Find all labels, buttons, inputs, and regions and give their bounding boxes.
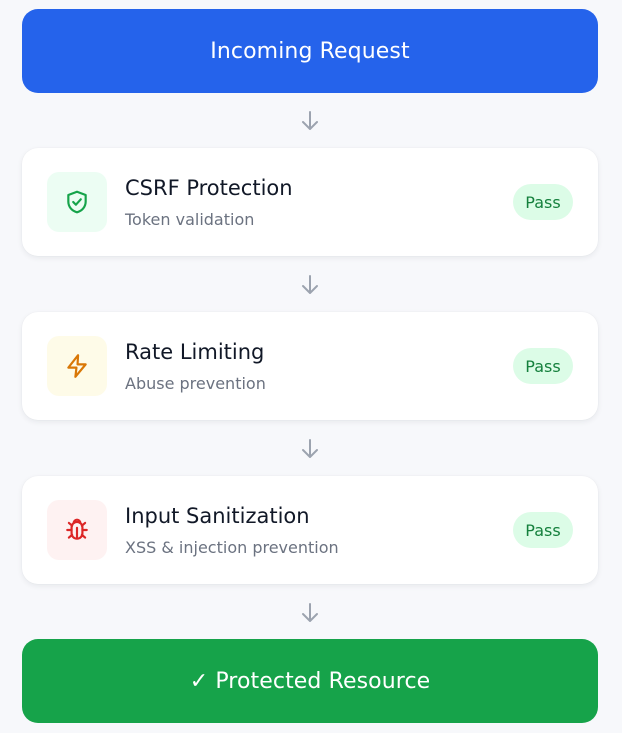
bug-icon <box>66 518 88 540</box>
incoming-request-banner: Incoming Request <box>22 9 598 93</box>
protected-resource-banner: ✓ Protected Resource <box>22 639 598 723</box>
down-arrow-icon <box>302 111 318 130</box>
step-title: Rate Limiting <box>125 340 265 364</box>
shield-check-icon <box>67 190 87 214</box>
step-card-input-sanitization: Input Sanitization XSS & injection preve… <box>22 476 598 584</box>
step-subtitle: Token validation <box>125 210 255 229</box>
status-badge: Pass <box>513 348 573 384</box>
icon-container <box>47 500 107 560</box>
incoming-request-label: Incoming Request <box>210 38 410 64</box>
status-badge: Pass <box>513 184 573 220</box>
step-subtitle: XSS & injection prevention <box>125 538 339 557</box>
down-arrow-icon <box>302 275 318 294</box>
icon-container <box>47 172 107 232</box>
down-arrow-icon <box>302 439 318 458</box>
lightning-icon <box>67 354 87 378</box>
step-title: Input Sanitization <box>125 504 310 528</box>
down-arrow-icon <box>302 603 318 622</box>
step-card-rate-limiting: Rate Limiting Abuse prevention Pass <box>22 312 598 420</box>
icon-container <box>47 336 107 396</box>
protected-resource-label: ✓ Protected Resource <box>189 668 431 694</box>
step-card-csrf-protection: CSRF Protection Token validation Pass <box>22 148 598 256</box>
step-subtitle: Abuse prevention <box>125 374 266 393</box>
status-badge: Pass <box>513 512 573 548</box>
step-title: CSRF Protection <box>125 176 293 200</box>
